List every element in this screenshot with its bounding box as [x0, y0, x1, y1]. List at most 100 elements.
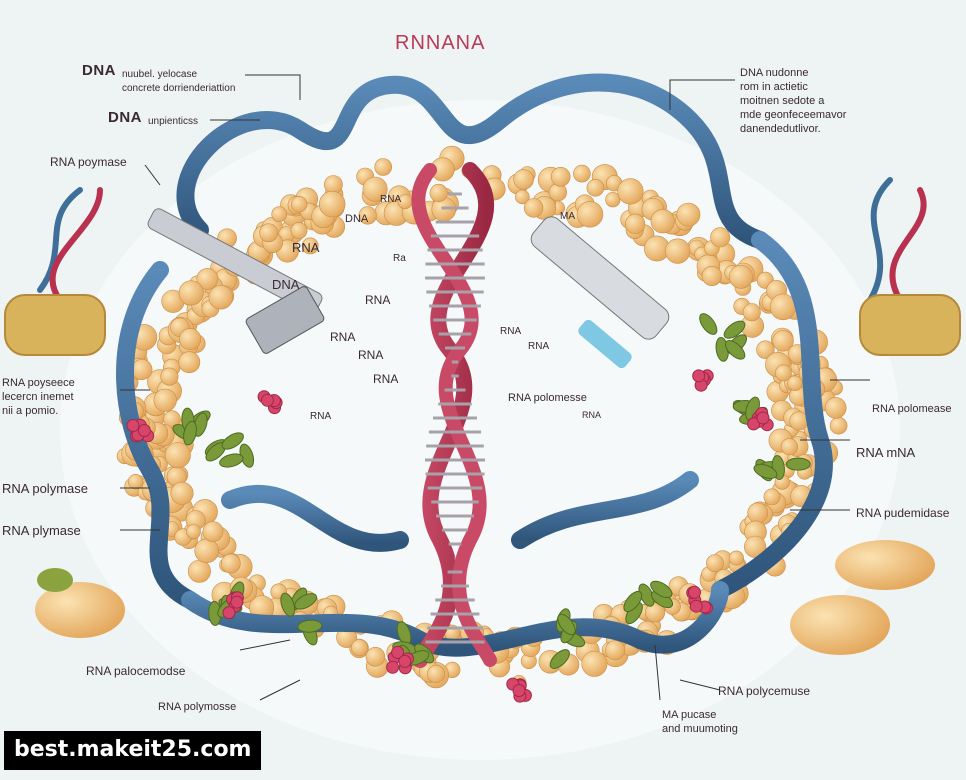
label-rna-polomease-r: RNA polomease: [872, 403, 952, 415]
cell: [301, 237, 319, 255]
cell: [514, 189, 530, 205]
right-cell-cluster: [790, 540, 935, 655]
cell: [127, 474, 144, 490]
central-red-helix: [411, 162, 497, 668]
cell: [775, 364, 792, 382]
cell: [164, 442, 191, 469]
cell: [645, 602, 666, 623]
leaf: [221, 432, 244, 450]
leaf: [753, 463, 778, 479]
cell: [586, 179, 605, 197]
cell: [208, 285, 234, 310]
leaf: [183, 420, 197, 446]
label-rna-plymase-l2: RNA plymase: [2, 523, 81, 538]
cell: [350, 639, 368, 657]
cell: [259, 223, 279, 243]
cell: [291, 196, 308, 213]
leaf: [699, 313, 718, 335]
cell: [186, 524, 201, 539]
cell: [271, 206, 288, 222]
label-rna-tube1: RNA: [500, 326, 522, 337]
berry: [398, 654, 412, 668]
cell: [573, 164, 591, 183]
label-dna-unp-note: unpienticss: [148, 116, 199, 127]
label-dna-arrow: DNA: [272, 277, 300, 292]
berry: [747, 417, 761, 431]
cell: [319, 190, 346, 218]
cell: [650, 209, 675, 234]
label-ra: Ra: [393, 253, 406, 264]
leaf: [724, 340, 746, 360]
label-rna-mid1: RNA: [365, 293, 391, 307]
label-ma-right: MA: [560, 211, 575, 222]
leaf: [219, 453, 244, 468]
cell: [194, 538, 219, 564]
watermark-banner: best.makeit25.com: [4, 731, 262, 770]
cell: [763, 488, 781, 506]
cell: [179, 328, 202, 351]
cell: [706, 554, 724, 573]
cell: [742, 303, 761, 322]
leader-lines: [120, 74, 870, 701]
leaf: [785, 457, 811, 471]
leaf: [723, 320, 746, 339]
berry: [756, 411, 770, 425]
berry: [137, 424, 151, 437]
cell: [513, 169, 534, 190]
label-dna-top-left-note: nuubel. yelocase concrete dorrienderiatt…: [122, 69, 236, 94]
cell: [728, 550, 744, 566]
label-rna-poly-left: RNA poymase: [50, 155, 127, 169]
cell: [581, 650, 608, 677]
cell: [605, 192, 621, 208]
cell: [374, 158, 393, 176]
cell: [362, 176, 388, 202]
right-pipette: [530, 216, 670, 369]
cell: [780, 438, 799, 456]
leaf: [650, 580, 673, 599]
leaf: [294, 593, 318, 610]
berry: [689, 599, 703, 613]
cell: [605, 640, 626, 661]
label-rna-mid2: RNA: [330, 330, 356, 344]
label-dna-right-top: DNA nudonne rom in actietic moitnen sedo…: [740, 67, 847, 135]
cell: [131, 358, 153, 380]
cell: [576, 201, 604, 228]
label-rna-center1: RNA: [380, 194, 402, 205]
label-rna-polycemuse: RNA polycemuse: [718, 684, 811, 698]
cell: [220, 553, 241, 574]
cell: [153, 388, 177, 412]
label-rna-arrow: RNA: [292, 240, 320, 255]
label-rna-mna-r: RNA mNA: [856, 445, 916, 460]
cell: [178, 351, 201, 374]
cell: [772, 330, 794, 352]
cell: [617, 178, 644, 205]
label-rna-palocemodse: RNA palocemodse: [86, 664, 186, 678]
leaf-cluster: [172, 313, 811, 669]
cell: [196, 268, 219, 290]
cell: [429, 183, 448, 203]
cell: [358, 206, 377, 225]
leaf: [557, 613, 576, 636]
cell: [787, 375, 803, 391]
label-rna-polymase-l1: RNA polymase: [2, 481, 88, 496]
cell: [160, 367, 179, 386]
cell: [163, 410, 181, 428]
label-rna-pudemidase-r: RNA pudemidase: [856, 506, 950, 520]
leaf: [549, 649, 570, 669]
cell: [187, 559, 211, 583]
cell: [824, 397, 847, 419]
label-rna-tube2: RNA: [528, 341, 550, 352]
cell: [202, 521, 224, 543]
leaf: [623, 590, 643, 613]
label-rna-small: RNA: [582, 410, 602, 420]
label-rna-mid3: RNA: [358, 348, 384, 362]
cell: [178, 280, 204, 306]
cell: [624, 213, 646, 234]
cell: [701, 265, 722, 286]
label-rna-polymosse: RNA polymosse: [158, 701, 237, 713]
left-cell-cluster: [35, 568, 125, 638]
cell: [743, 535, 767, 558]
label-ma-bottom: MA pucase and muumoting: [662, 709, 738, 735]
label-rna-mid4: RNA: [373, 372, 399, 386]
